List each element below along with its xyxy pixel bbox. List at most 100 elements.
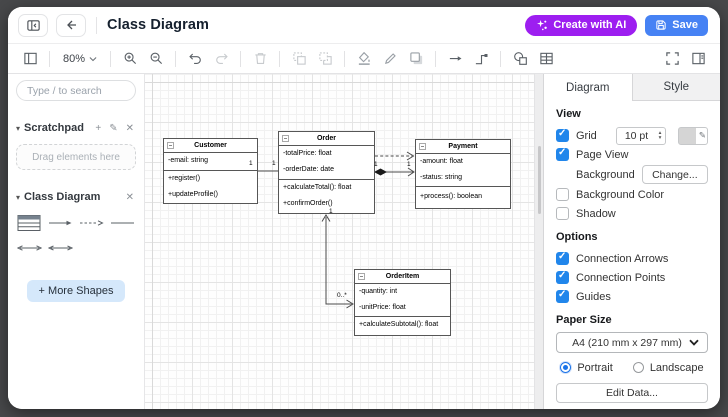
attribute-row: -status: string	[420, 174, 463, 181]
delete-button[interactable]	[248, 48, 272, 70]
line-shape-thumbnail[interactable]	[109, 213, 136, 233]
paper-size-select[interactable]: A4 (210 mm x 297 mm)	[556, 332, 708, 353]
landscape-radio[interactable]	[632, 362, 644, 373]
table-tool-button[interactable]	[534, 48, 558, 70]
close-icon[interactable]: ✕	[125, 191, 134, 203]
background-color-row: Background Color	[556, 185, 708, 204]
grid-color-swatch[interactable]	[678, 126, 708, 145]
chevron-down-icon	[689, 339, 699, 346]
edit-icon[interactable]: ✎	[109, 122, 118, 134]
search-input[interactable]	[16, 80, 136, 101]
more-shapes-button[interactable]: + More Shapes	[26, 280, 126, 302]
edit-data-button[interactable]: Edit Data...	[556, 383, 708, 403]
method-row: +calculateTotal(): float	[283, 184, 352, 191]
class-header: Payment	[416, 140, 510, 154]
page-boundary-horizontal	[145, 82, 534, 83]
main-area: ▾ Scratchpad + ✎ ✕ Drag elements here ▾ …	[8, 74, 720, 409]
grid-size-input[interactable]: 10 pt ▴▾	[616, 126, 666, 145]
guides-label: Guides	[576, 290, 611, 303]
to-front-button[interactable]	[287, 48, 311, 70]
arrow-shape-thumbnail[interactable]	[47, 213, 74, 233]
zoom-in-icon	[124, 52, 136, 65]
change-background-button[interactable]: Change...	[641, 165, 708, 184]
undo-button[interactable]	[183, 48, 207, 70]
redo-button[interactable]	[209, 48, 233, 70]
to-back-button[interactable]	[313, 48, 337, 70]
toggle-left-panel-button[interactable]	[18, 13, 48, 37]
connection-arrows-checkbox[interactable]	[556, 251, 569, 265]
add-icon[interactable]: +	[95, 122, 102, 134]
tab-style[interactable]: Style	[632, 74, 720, 101]
zoom-out-button[interactable]	[144, 48, 168, 70]
line-icon	[111, 222, 134, 224]
grid-checkbox[interactable]	[556, 128, 569, 142]
bidirectional-line-thumbnail[interactable]	[47, 238, 74, 258]
fill-color-button[interactable]	[352, 48, 376, 70]
edge-order-payment-composition[interactable]	[374, 167, 415, 177]
attributes-section: -amount: float -status: string	[416, 154, 510, 187]
guides-checkbox[interactable]	[556, 289, 569, 303]
collapse-icon[interactable]	[419, 143, 426, 150]
scratchpad-section-header[interactable]: ▾ Scratchpad + ✎ ✕	[16, 122, 136, 134]
stepper-icon[interactable]: ▴▾	[658, 130, 662, 141]
class-customer[interactable]: Customer -email: string +register() +upd…	[163, 138, 258, 204]
fullscreen-button[interactable]	[660, 48, 684, 70]
back-button[interactable]	[56, 13, 86, 37]
edge-order-payment-dependency[interactable]	[375, 151, 415, 161]
bidirectional-arrow-thumbnail[interactable]	[16, 238, 43, 258]
options-heading: Options	[556, 231, 598, 243]
class-payment[interactable]: Payment -amount: float -status: string +…	[415, 139, 511, 209]
sparkles-icon	[537, 20, 548, 31]
connector-tool-button[interactable]	[469, 48, 493, 70]
chevron-down-icon: ▾	[16, 123, 21, 133]
close-icon[interactable]: ✕	[125, 122, 134, 134]
zoom-level-dropdown[interactable]: 80%	[57, 48, 103, 70]
multiplicity-label: 1	[374, 161, 378, 168]
pen-icon	[384, 53, 396, 65]
trash-icon	[254, 53, 266, 64]
shapes-icon	[513, 52, 527, 65]
arrow-right-icon	[449, 56, 462, 61]
toggle-format-panel-button[interactable]	[686, 48, 710, 70]
collapse-icon[interactable]	[167, 142, 174, 149]
class-shape-thumbnail[interactable]	[16, 213, 43, 233]
undo-icon	[188, 53, 201, 64]
arrow-tool-button[interactable]	[443, 48, 467, 70]
background-color-checkbox[interactable]	[556, 188, 569, 201]
connection-arrows-row: Connection Arrows	[556, 249, 708, 268]
diagram-canvas[interactable]: 1 1 1 1 1 0..* Customer -email: string +…	[145, 74, 543, 409]
connection-arrows-label: Connection Arrows	[576, 252, 669, 265]
attributes-section: -email: string	[164, 153, 257, 171]
dashed-arrow-shape-thumbnail[interactable]	[78, 213, 105, 233]
save-button[interactable]: Save	[645, 14, 708, 36]
page-boundary-vertical	[152, 74, 153, 409]
edit-style-button[interactable]	[378, 48, 402, 70]
edge-order-orderitem[interactable]	[321, 214, 354, 309]
fill-color-icon	[358, 51, 370, 65]
portrait-radio[interactable]	[560, 362, 572, 373]
class-orderitem[interactable]: OrderItem -quantity: int -unitPrice: flo…	[354, 269, 451, 336]
method-row: +register()	[168, 175, 201, 182]
multiplicity-label: 1	[329, 208, 333, 215]
toggle-shapes-panel-button[interactable]	[18, 48, 42, 70]
page-view-checkbox[interactable]	[556, 147, 569, 161]
class-name: Order	[316, 135, 337, 142]
connection-points-checkbox[interactable]	[556, 270, 569, 284]
dropzone-hint: Drag elements here	[32, 151, 120, 163]
shadow-checkbox[interactable]	[556, 207, 569, 220]
class-order[interactable]: Order -totalPrice: float -orderDate: dat…	[278, 131, 375, 214]
page-view-row: Page View	[556, 145, 708, 164]
create-with-ai-button[interactable]: Create with AI	[525, 14, 638, 36]
scratchpad-dropzone[interactable]: Drag elements here	[16, 144, 136, 170]
tab-diagram[interactable]: Diagram	[544, 74, 633, 101]
class-diagram-section-header[interactable]: ▾ Class Diagram ✕	[16, 191, 136, 203]
paper-size-heading: Paper Size	[556, 314, 612, 326]
zoom-in-button[interactable]	[118, 48, 142, 70]
attribute-row: -email: string	[168, 157, 209, 164]
collapse-icon[interactable]	[282, 135, 289, 142]
shape-picker-button[interactable]	[508, 48, 532, 70]
vertical-scrollbar-thumb[interactable]	[538, 146, 541, 214]
vertical-scrollbar-track[interactable]	[534, 74, 543, 409]
collapse-icon[interactable]	[358, 273, 365, 280]
shadow-button[interactable]	[404, 48, 428, 70]
